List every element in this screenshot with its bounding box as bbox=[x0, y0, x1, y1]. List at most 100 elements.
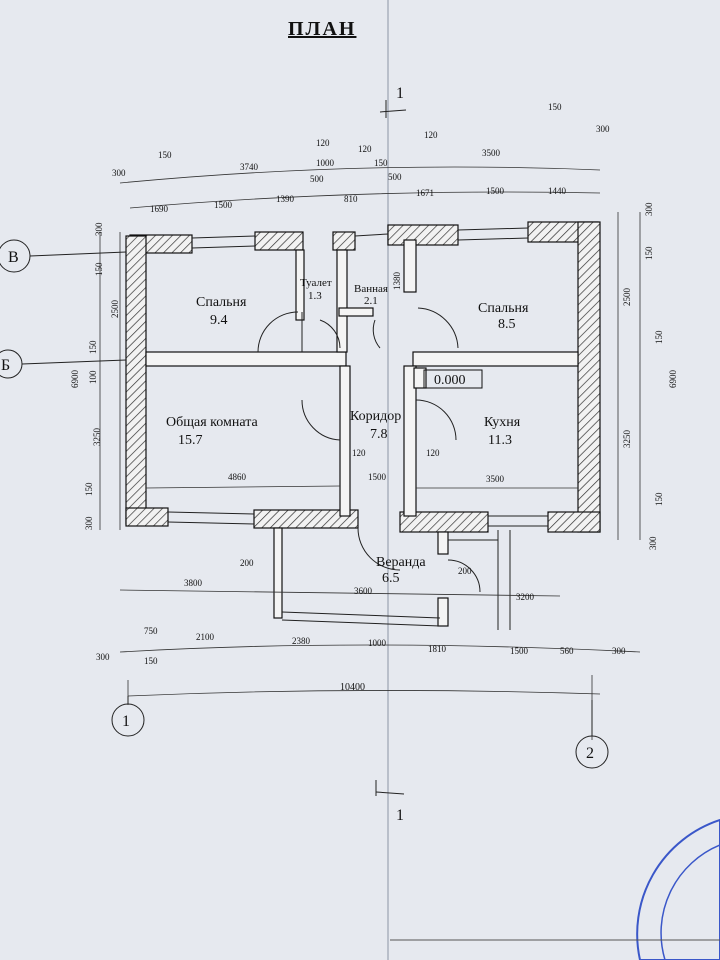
dim-top-8: 120 bbox=[424, 130, 438, 140]
dim-left-5: 100 bbox=[88, 370, 98, 384]
axis-row-v: В bbox=[8, 249, 19, 266]
dim-top2-2: 1500 bbox=[214, 200, 233, 210]
dim-top2-5: 810 bbox=[344, 194, 358, 204]
dim-left-9: 300 bbox=[84, 516, 94, 530]
dim-left-7: 3250 bbox=[92, 428, 102, 447]
dim-int-11: 3200 bbox=[516, 592, 535, 602]
dim-top2-3: 1390 bbox=[276, 194, 295, 204]
dim-bot-6: 1500 bbox=[510, 646, 529, 656]
dim-total: 10400 bbox=[340, 682, 365, 693]
dim-bot-10: 150 bbox=[144, 656, 158, 666]
dim-top-10: 150 bbox=[548, 102, 562, 112]
axis-markers bbox=[0, 100, 609, 796]
room-area-corridor: 7.8 bbox=[370, 427, 388, 442]
dim-top-7: 150 bbox=[374, 158, 388, 168]
dim-right-8: 300 bbox=[648, 536, 658, 550]
dim-left-1: 300 bbox=[94, 222, 104, 236]
bottom-dimensions: 750 2100 2380 1000 1810 1500 560 300 300… bbox=[96, 626, 626, 693]
room-name-bath: Ванная bbox=[354, 283, 388, 295]
dim-int-9: 3800 bbox=[184, 578, 203, 588]
plan-title: ПЛАН bbox=[288, 18, 357, 40]
dim-bot-8: 300 bbox=[612, 646, 626, 656]
dim-int-4: 4860 bbox=[228, 472, 247, 482]
dim-top-3: 3740 bbox=[240, 162, 259, 172]
interior-dimensions: 1380 120 120 4860 1500 3500 200 200 3800… bbox=[184, 272, 535, 603]
dim-bot-3: 2380 bbox=[292, 636, 311, 646]
dim-top-9: 3500 bbox=[482, 148, 501, 158]
room-name-corridor: Коридор bbox=[350, 409, 401, 424]
dim-left-2: 150 bbox=[94, 262, 104, 276]
dim-int-1: 1380 bbox=[392, 272, 402, 291]
stamp bbox=[636, 818, 720, 960]
dim-top-6: 120 bbox=[358, 144, 372, 154]
dim-left-3: 2500 bbox=[110, 300, 120, 319]
dim-int-7: 200 bbox=[240, 558, 254, 568]
room-area-toilet: 1.3 bbox=[308, 290, 322, 302]
room-name-bedroom-2: Спальня bbox=[478, 301, 529, 316]
dim-right-7: 150 bbox=[654, 492, 664, 506]
dim-right-4: 150 bbox=[654, 330, 664, 344]
level-mark-box bbox=[423, 369, 483, 389]
dim-top-1: 300 bbox=[112, 168, 126, 178]
interior-walls bbox=[145, 239, 579, 627]
door-swings bbox=[257, 307, 481, 593]
top-dimensions: 300 150 3740 120 1000 120 150 120 3500 1… bbox=[112, 102, 610, 214]
axis-row-b: Б bbox=[1, 357, 10, 374]
section-mark-top: 1 bbox=[396, 85, 404, 102]
axis-labels: В Б 1 2 1 1 bbox=[1, 85, 594, 824]
windows bbox=[167, 227, 548, 527]
room-area-veranda: 6.5 bbox=[382, 571, 400, 586]
room-name-living: Общая комната bbox=[166, 415, 258, 430]
room-name-kitchen: Кухня bbox=[484, 415, 521, 430]
left-dimensions: 300 150 2500 150 100 6900 3250 150 300 bbox=[70, 222, 120, 530]
dim-bot-5: 1810 bbox=[428, 644, 447, 654]
dim-right-5: 6900 bbox=[668, 370, 678, 389]
room-area-bath: 2.1 bbox=[364, 295, 378, 307]
dim-top-5: 1000 bbox=[316, 158, 335, 168]
dim-top-11: 300 bbox=[596, 124, 610, 134]
room-name-bedroom-1: Спальня bbox=[196, 295, 247, 310]
dim-int-6: 3500 bbox=[486, 474, 505, 484]
right-dimensions: 300 150 2500 150 6900 3250 150 300 bbox=[622, 202, 678, 550]
dim-right-2: 150 bbox=[644, 246, 654, 260]
dim-bot-2: 2100 bbox=[196, 632, 215, 642]
dim-top2-4: 500 bbox=[310, 174, 324, 184]
dim-top2-7: 1671 bbox=[416, 188, 434, 198]
section-mark-bottom: 1 bbox=[396, 807, 404, 824]
room-labels: Спальня 9.4 Туалет 1.3 Ванная 2.1 Спальн… bbox=[166, 277, 529, 586]
axis-col-2: 2 bbox=[586, 745, 594, 762]
level-mark: 0.000 bbox=[434, 373, 466, 388]
dim-top-2: 150 bbox=[158, 150, 172, 160]
dim-right-6: 3250 bbox=[622, 430, 632, 449]
dim-int-8: 200 bbox=[458, 566, 472, 576]
dim-top2-6: 500 bbox=[388, 172, 402, 182]
dim-right-1: 300 bbox=[644, 202, 654, 216]
dim-int-5: 1500 bbox=[368, 472, 387, 482]
dim-bot-9: 300 bbox=[96, 652, 110, 662]
dim-top2-9: 1440 bbox=[548, 186, 567, 196]
dim-left-6: 6900 bbox=[70, 370, 80, 389]
dim-top-4: 120 bbox=[316, 138, 330, 148]
dim-bot-4: 1000 bbox=[368, 638, 387, 648]
dim-top2-8: 1500 bbox=[486, 186, 505, 196]
dim-right-3: 2500 bbox=[622, 288, 632, 307]
room-area-bedroom-2: 8.5 bbox=[498, 317, 516, 332]
dim-int-10: 3600 bbox=[354, 586, 373, 596]
veranda-railing bbox=[281, 530, 511, 630]
dim-bot-7: 560 bbox=[560, 646, 574, 656]
dim-bot-1: 750 bbox=[144, 626, 158, 636]
axis-col-1: 1 bbox=[122, 713, 130, 730]
room-name-toilet: Туалет bbox=[300, 277, 332, 289]
room-area-kitchen: 11.3 bbox=[488, 433, 512, 448]
outer-walls bbox=[125, 221, 601, 533]
room-name-veranda: Веранда bbox=[376, 555, 426, 570]
dim-int-3: 120 bbox=[426, 448, 440, 458]
dim-left-4: 150 bbox=[88, 340, 98, 354]
dim-left-8: 150 bbox=[84, 482, 94, 496]
dim-top2-1: 1690 bbox=[150, 204, 169, 214]
room-area-living: 15.7 bbox=[178, 433, 203, 448]
dim-int-2: 120 bbox=[352, 448, 366, 458]
room-area-bedroom-1: 9.4 bbox=[210, 313, 228, 328]
